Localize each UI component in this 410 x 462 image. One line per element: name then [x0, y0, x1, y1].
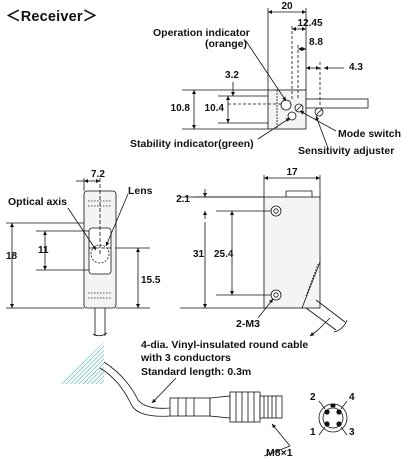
pin-4-label: 4 — [349, 392, 355, 403]
pin-2-label: 2 — [310, 392, 316, 403]
dim-height-18: 18 — [6, 251, 18, 262]
cable-spec-line-3: Standard length: 0.3m — [141, 366, 252, 378]
dim-height-11: 11 — [38, 245, 49, 256]
dim-width-4-3: 4.3 — [349, 62, 363, 73]
optical-axis-label: Optical axis — [8, 196, 67, 208]
dim-depth-3-2: 3.2 — [225, 70, 239, 81]
dim-width-12-45: 12.45 — [297, 18, 323, 29]
mounting-hole-top-icon — [270, 205, 282, 217]
connector-thread — [259, 395, 283, 419]
operation-indicator-color-label: (orange) — [205, 38, 247, 50]
pin-3-icon — [336, 421, 342, 427]
pin-1-label: 1 — [310, 427, 316, 438]
receiver-title: ＜Receiver＞ — [6, 9, 98, 25]
operation-indicator-label: Operation indicator — [153, 27, 250, 39]
cable-spec-line-1: 4-dia. Vinyl-insulated round cable — [141, 339, 309, 351]
mode-switch-label: Mode switch — [338, 128, 402, 140]
pin-2-icon — [324, 409, 330, 415]
pin-1-icon — [324, 421, 330, 427]
connector-overmold — [169, 397, 211, 417]
dim-height-31: 31 — [193, 249, 205, 260]
lens-label: Lens — [128, 185, 153, 197]
pin-4-icon — [336, 409, 342, 415]
connector-nut — [229, 391, 261, 423]
operation-indicator-icon — [280, 99, 292, 111]
stability-indicator-label: Stability indicator(green) — [130, 138, 254, 150]
mounting-holes-label: 2-M3 — [236, 318, 260, 330]
dim-height-10-4: 10.4 — [204, 103, 224, 114]
dim-height-10-8: 10.8 — [170, 103, 190, 114]
dim-offset-2-1: 2.1 — [176, 194, 190, 205]
pin-3-label: 3 — [349, 427, 355, 438]
dim-height-15-5: 15.5 — [141, 275, 161, 286]
hatch-cut — [60, 342, 104, 384]
dim-height-25-4: 25.4 — [214, 249, 234, 260]
dim-width-20: 20 — [281, 1, 293, 12]
dim-width-8-8: 8.8 — [309, 37, 323, 48]
top-view-cable — [305, 98, 369, 109]
cable-spec-line-2: with 3 conductors — [141, 352, 231, 364]
dim-width-7-2: 7.2 — [91, 169, 105, 180]
top-view — [182, 8, 369, 149]
sensitivity-adjuster-label: Sensitivity adjuster — [298, 145, 395, 157]
front-view — [6, 178, 150, 337]
cable-assembly — [60, 342, 348, 457]
side-view — [180, 175, 348, 337]
dim-width-17: 17 — [286, 167, 298, 178]
mounting-hole-bottom-icon — [270, 289, 282, 301]
thread-label: M8×1 — [266, 447, 293, 459]
